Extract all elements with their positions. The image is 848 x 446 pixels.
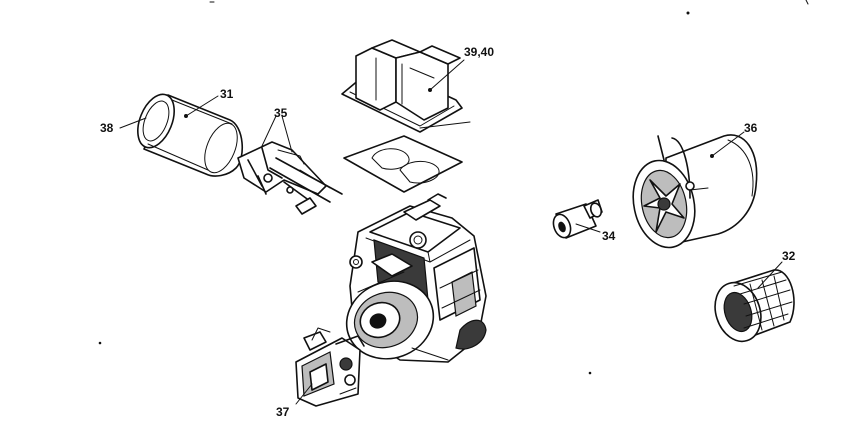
part-39-40-gasket [343,121,471,193]
part-labels: 31 38 35 39,40 36 34 32 37 [100,45,796,419]
label-39-40: 39,40 [464,45,494,59]
part-34-nozzle [552,199,603,239]
label-35: 35 [274,106,288,120]
part-37-pump [295,327,365,407]
part-35-electrode-assembly [237,141,343,215]
label-34: 34 [602,229,616,243]
label-38: 38 [100,121,114,135]
part-39-40-transformer [341,39,463,133]
label-31: 31 [220,87,234,101]
label-36: 36 [744,121,758,135]
label-37: 37 [276,405,290,419]
burner-housing [345,193,487,363]
label-32: 32 [782,249,796,263]
leader-lines [119,59,783,405]
edge-marks [98,0,809,375]
part-36-motor-housing [632,134,758,249]
part-32-blower-wheel [714,269,795,343]
part-38-cylinder-cartridge [137,93,243,177]
